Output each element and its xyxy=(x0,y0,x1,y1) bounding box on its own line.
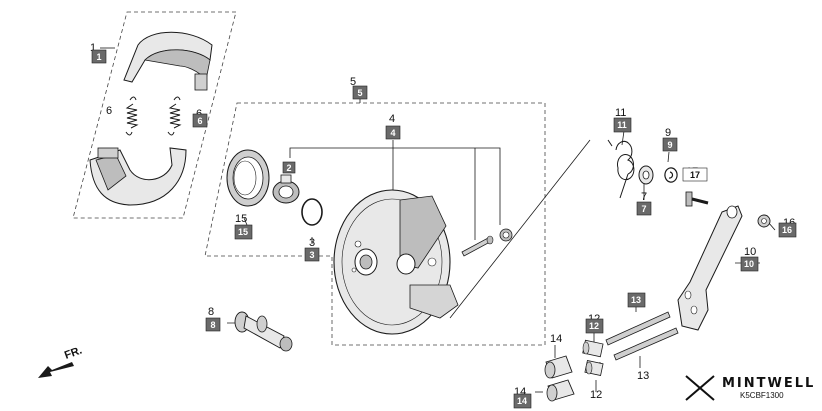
svg-text:4: 4 xyxy=(390,128,395,138)
brake-rod-upper xyxy=(605,311,671,346)
mintwell-logo-icon xyxy=(685,375,715,401)
callout-13: 13 xyxy=(627,292,646,308)
wear-indicator xyxy=(272,174,300,204)
callout-3: 3 xyxy=(304,247,320,262)
brake-shoe-lower xyxy=(89,147,187,206)
brake-panel xyxy=(333,189,459,335)
reference-code: K5CBF1300 xyxy=(740,391,784,400)
callout-1: 1 xyxy=(91,49,107,64)
brake-shoe-upper xyxy=(123,31,213,91)
callout-7: 7 xyxy=(636,201,652,216)
callout-5: 5 xyxy=(352,85,368,100)
o-ring xyxy=(301,198,323,226)
svg-text:2: 2 xyxy=(286,163,291,173)
brake-cam xyxy=(234,311,293,352)
adjuster-pin xyxy=(461,235,494,257)
return-spring-right xyxy=(167,96,182,136)
svg-text:16: 16 xyxy=(782,225,792,235)
plain-labels-secondary: 4 11 9 7 10 15 8 xyxy=(208,107,756,318)
svg-text:3: 3 xyxy=(309,250,314,260)
pin-lower xyxy=(546,379,575,402)
rod-joint-lower xyxy=(584,359,604,377)
callout-6: 6 xyxy=(192,113,208,128)
label-3: 3 xyxy=(309,237,315,249)
boxed-callouts: 1 6 5 4 2 3 15 8 11 9 7 17 16 10 12 13 1… xyxy=(91,49,797,409)
arrow-left-down-icon xyxy=(38,362,74,378)
brand-name: MINTWELL xyxy=(722,376,815,391)
return-spring-left xyxy=(125,96,139,136)
group-outline-brake-shoes xyxy=(72,11,237,219)
pedal-return-spring xyxy=(607,139,635,199)
callout-2: 2 xyxy=(282,161,296,174)
svg-text:15: 15 xyxy=(238,227,248,237)
dust-seal xyxy=(226,149,270,207)
front-label: FR. xyxy=(63,344,84,361)
svg-text:17: 17 xyxy=(690,170,700,180)
label-1: 1 xyxy=(90,42,96,54)
svg-text:7: 7 xyxy=(641,204,646,214)
svg-text:14: 14 xyxy=(517,396,527,406)
callout-15: 15 xyxy=(234,224,253,240)
callout-12: 12 xyxy=(585,318,604,334)
label-8: 8 xyxy=(208,306,214,318)
nut xyxy=(757,214,771,228)
label-11: 11 xyxy=(615,107,626,119)
svg-text:6: 6 xyxy=(197,116,202,126)
svg-text:5: 5 xyxy=(357,88,362,98)
callout-8: 8 xyxy=(205,317,221,332)
svg-text:9: 9 xyxy=(667,140,672,150)
brake-pedal-arm xyxy=(677,205,743,331)
svg-text:12: 12 xyxy=(589,321,599,331)
svg-text:11: 11 xyxy=(617,120,627,130)
collar xyxy=(499,228,513,242)
callout-16: 16 xyxy=(778,222,797,238)
label-9: 9 xyxy=(665,127,671,139)
svg-text:1: 1 xyxy=(96,52,101,62)
callout-14: 14 xyxy=(513,393,532,409)
callout-11: 11 xyxy=(613,117,632,133)
washer xyxy=(638,165,654,185)
pin-upper xyxy=(544,355,573,379)
front-direction-indicator: FR. xyxy=(38,344,84,378)
label-15: 15 xyxy=(235,213,247,225)
svg-text:13: 13 xyxy=(631,295,641,305)
group-outline-brake-panel xyxy=(204,102,546,346)
callout-17: 17 xyxy=(682,167,708,182)
retaining-clip xyxy=(664,167,678,183)
brake-rod-lower xyxy=(613,327,679,361)
callout-10: 10 xyxy=(740,256,759,272)
label-12b: 12 xyxy=(590,389,602,401)
svg-text:8: 8 xyxy=(210,320,215,330)
callout-9: 9 xyxy=(662,137,678,152)
svg-text:10: 10 xyxy=(744,259,754,269)
label-7: 7 xyxy=(641,191,647,203)
label-6a: 6 xyxy=(106,105,112,117)
label-10: 10 xyxy=(744,246,756,258)
label-14a: 14 xyxy=(550,333,562,345)
label-4: 4 xyxy=(389,113,395,125)
rod-joint-upper xyxy=(582,339,604,358)
bolt xyxy=(685,191,709,207)
label-5: 5 xyxy=(350,76,356,88)
callout-4: 4 xyxy=(385,125,401,140)
label-13b: 13 xyxy=(637,370,649,382)
